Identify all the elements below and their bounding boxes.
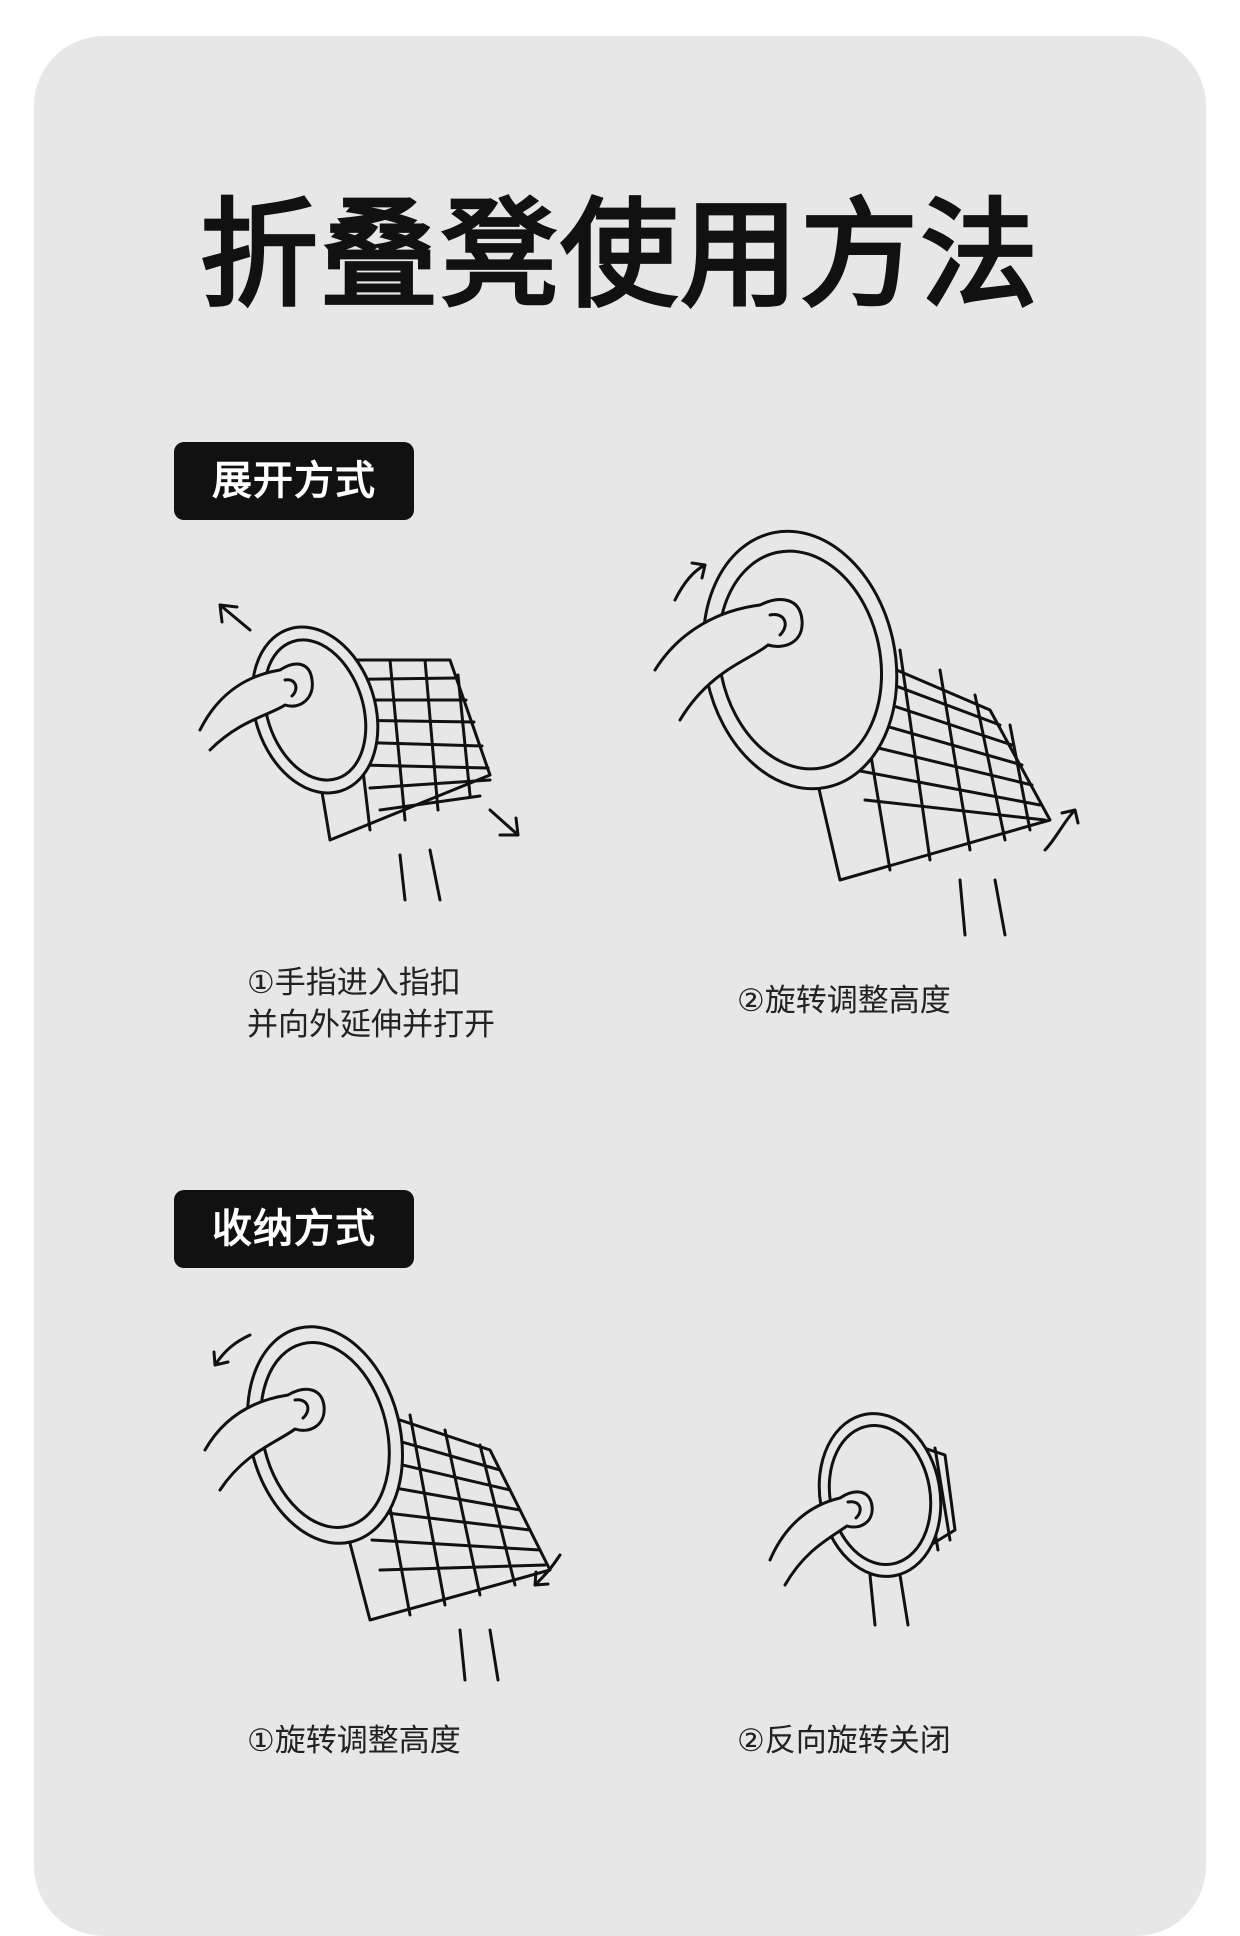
leg-line	[870, 1575, 908, 1625]
leg-line	[460, 1630, 498, 1680]
unfold-section-label: 展开方式	[174, 442, 414, 520]
rotate-arrow-icon	[490, 810, 518, 835]
caption-line: ①旋转调整高度	[247, 1720, 461, 1762]
rotate-arrow-icon	[1045, 810, 1078, 850]
rotate-arrow-icon	[675, 563, 705, 600]
stool-fold-rotate-illustration	[200, 1330, 580, 1690]
rotate-arrow-icon	[220, 605, 250, 630]
unfold-step-2-caption: ②旋转调整高度	[737, 980, 951, 1022]
rotate-arrow-icon	[214, 1335, 250, 1365]
caption-line: 并向外延伸并打开	[247, 1004, 495, 1046]
page-title: 折叠凳使用方法	[0, 185, 1240, 325]
unfold-step-1-caption: ①手指进入指扣 并向外延伸并打开	[247, 962, 495, 1046]
stool-closed-illustration	[770, 1400, 970, 1630]
caption-line: ②反向旋转关闭	[737, 1720, 951, 1762]
fold-step-1-caption: ①旋转调整高度	[247, 1720, 461, 1762]
fold-step-2-caption: ②反向旋转关闭	[737, 1720, 951, 1762]
caption-line: ②旋转调整高度	[737, 980, 951, 1022]
leg-line	[400, 850, 440, 900]
stool-rotate-illustration	[650, 550, 1090, 950]
caption-line: ①手指进入指扣	[247, 962, 495, 1004]
fold-section-label: 收纳方式	[174, 1190, 414, 1268]
stool-extend-illustration	[200, 600, 530, 920]
leg-line	[960, 880, 1005, 935]
